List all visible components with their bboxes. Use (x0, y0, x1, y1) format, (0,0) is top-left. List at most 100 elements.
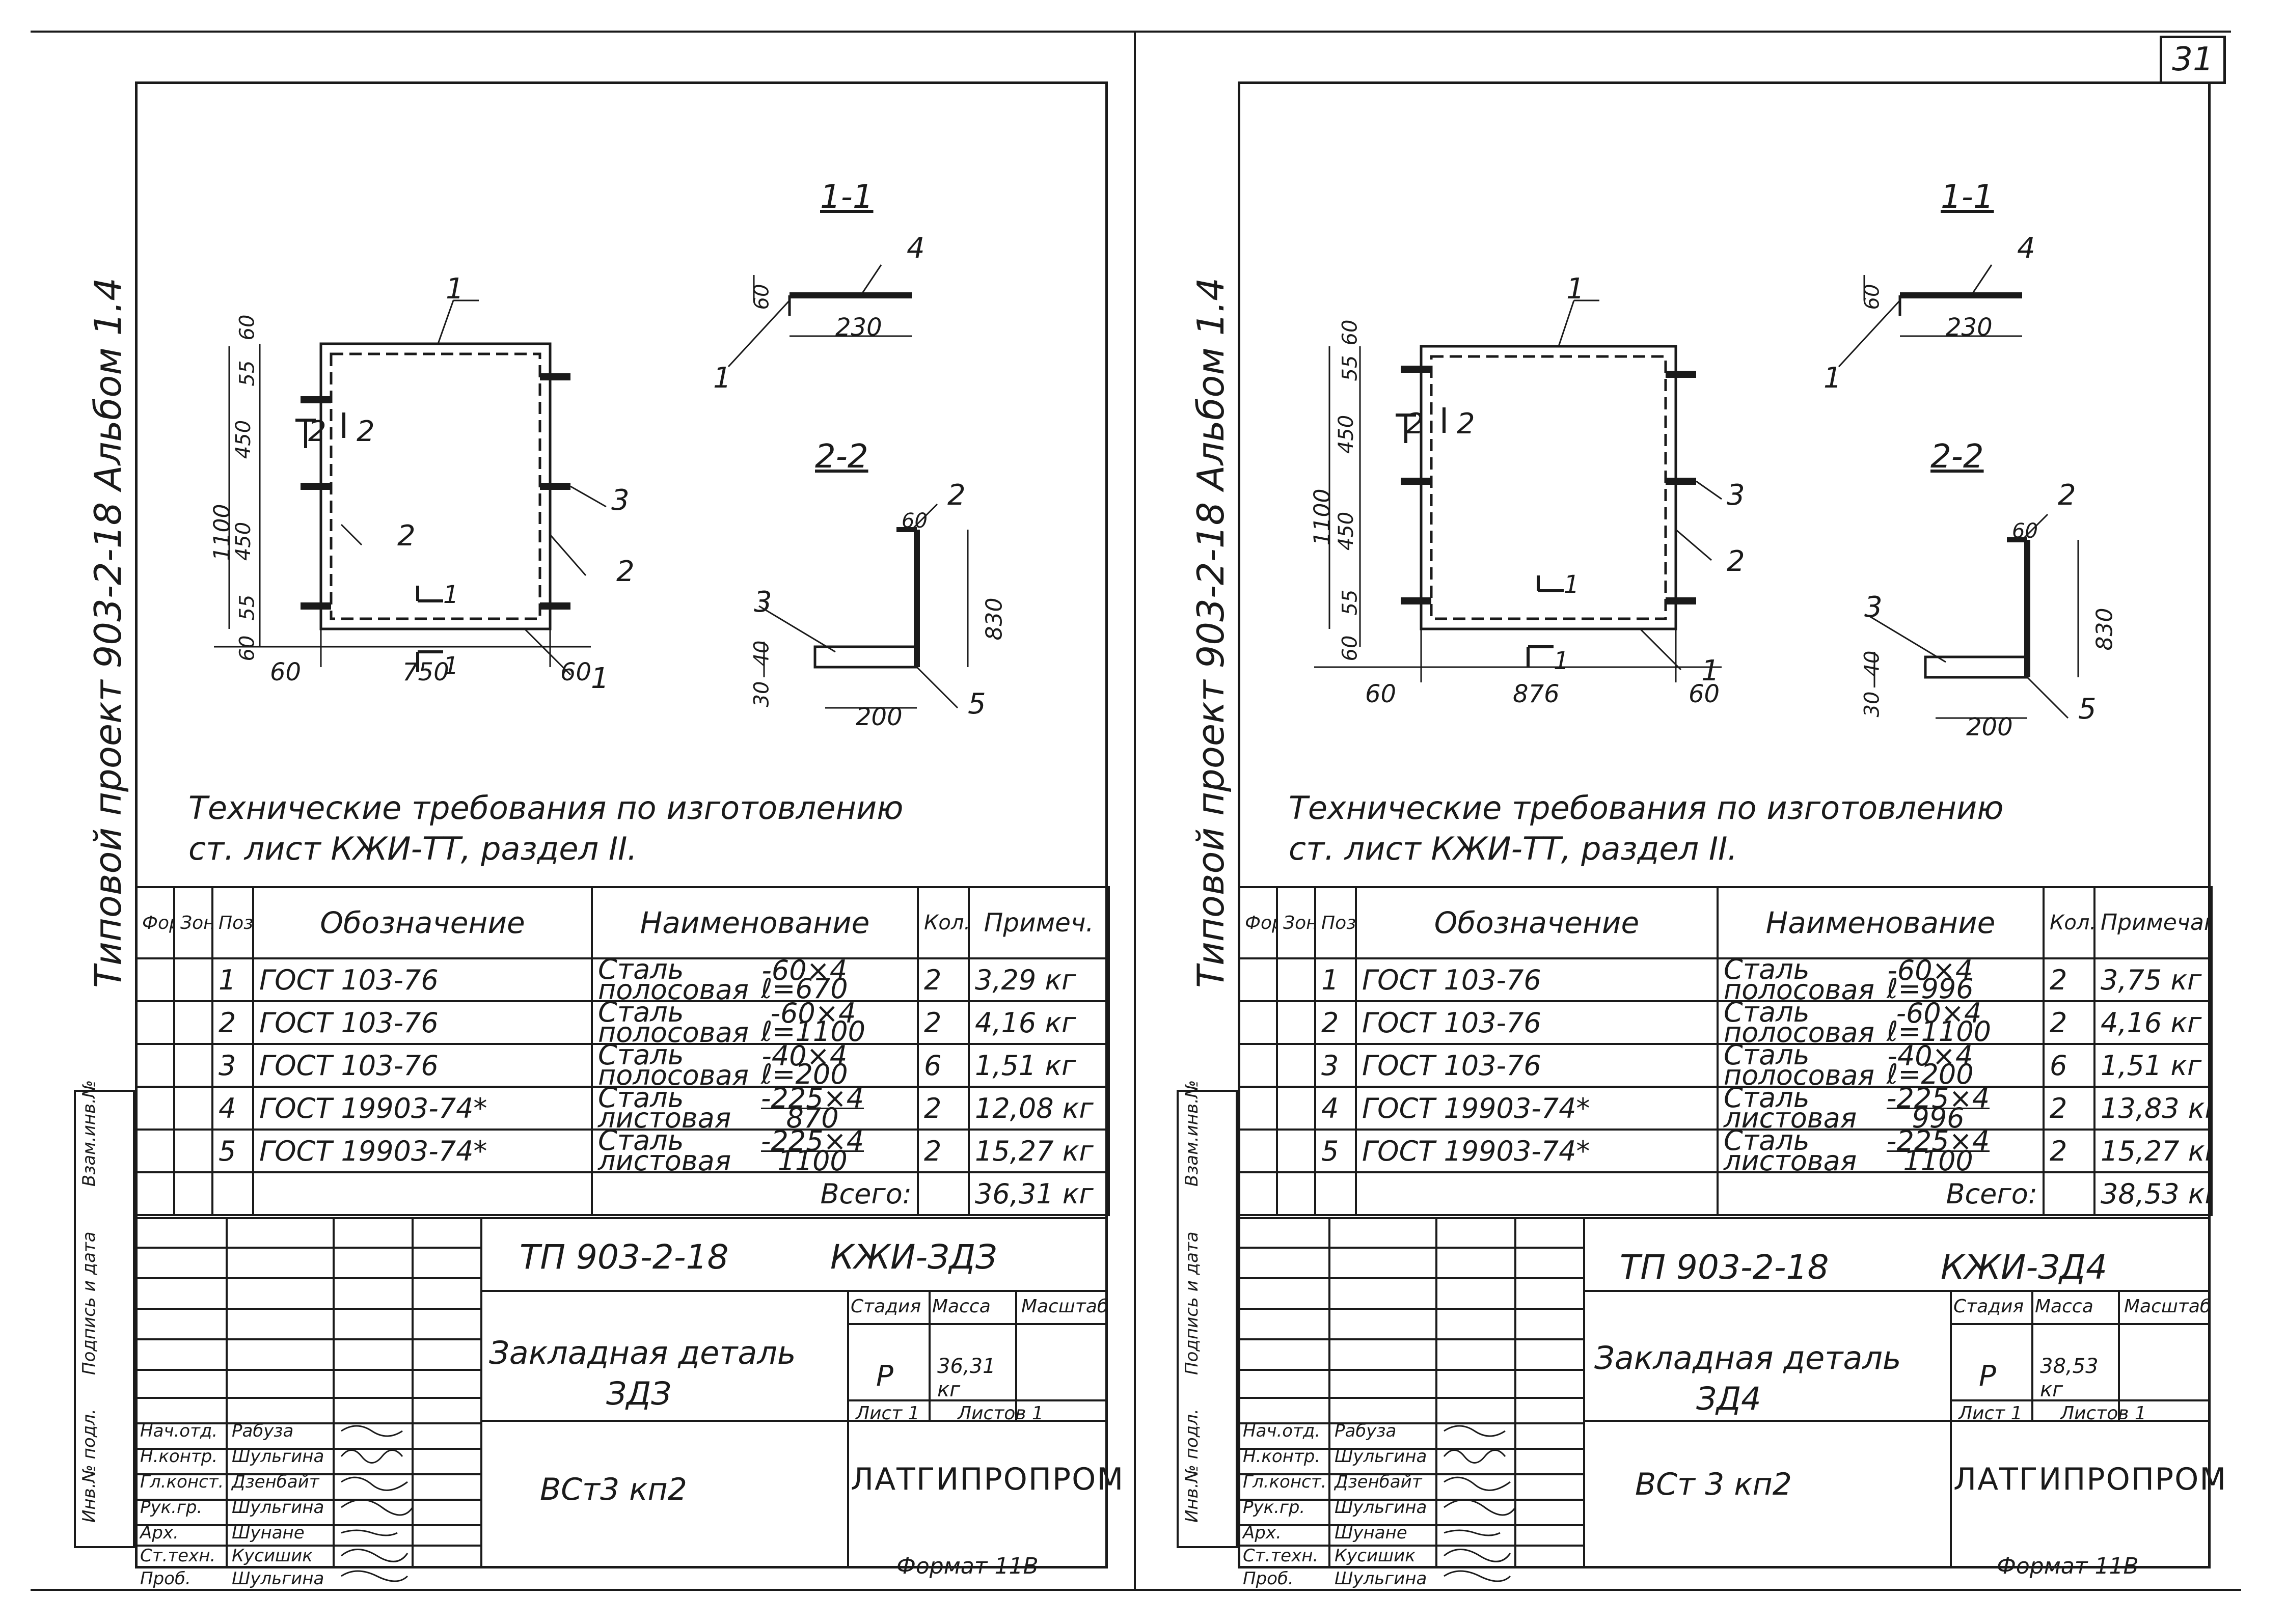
section-2-label: 2-2 (815, 438, 868, 476)
row-qty: 2 (917, 957, 970, 1002)
dim-plan-top-inner: 55 (1338, 355, 1362, 381)
callout-2-section: 2 (947, 479, 966, 512)
section-1-label: 1-1 (820, 178, 874, 216)
row-pos: 3 (1314, 1043, 1357, 1088)
tb-stage: Р (876, 1360, 893, 1393)
tb-name-2: ЗД4 (1696, 1380, 1761, 1417)
row-qty: 6 (2043, 1043, 2096, 1088)
row-length: ℓ=1100 (761, 1015, 865, 1044)
tb-person: Шульгина (232, 1446, 324, 1467)
dim-plan-height: 1100 (1309, 488, 1336, 546)
side-strip-label-3: Инв.№ подл. (1182, 1409, 1202, 1523)
inner-plate-outline (1430, 355, 1667, 620)
tb-role: Арх. (140, 1523, 179, 1543)
drawing-sheet-right: Типовой проект 903-2-18 Альбом 1.4 (1136, 31, 2236, 1589)
row-note: 12,08 кг (968, 1086, 1110, 1131)
section-marker-1-top: 1 (1564, 570, 1580, 599)
tb-role: Рук.гр. (140, 1497, 203, 1518)
col-note: Примечание (2093, 886, 2213, 959)
tb-role: Ст.техн. (140, 1546, 216, 1566)
dim-section1-h: 60 (1860, 284, 1884, 310)
signature-scribbles (1443, 1425, 1516, 1582)
dim-section1-w: 230 (1946, 313, 1993, 342)
tb-person: Шунане (232, 1523, 305, 1543)
callout-2-section: 2 (2058, 479, 2076, 512)
tb-person: Шульгина (232, 1568, 324, 1589)
row-designation: ГОСТ 19903-74* (1355, 1086, 1719, 1131)
tb-project: ТП 903-2-18 (520, 1237, 729, 1277)
dim-plan-right: 60 (560, 658, 592, 686)
tb-person: Шульгина (1335, 1446, 1427, 1467)
dim-section2-b: 30 (1860, 691, 1884, 718)
col-pos: Поз. (1314, 886, 1357, 959)
tb-role: Н.контр. (1243, 1446, 1321, 1467)
col-format: Форм. (135, 886, 175, 959)
tb-mass: 38,53 кг (2040, 1355, 2099, 1401)
callout-3-section: 3 (1864, 591, 1883, 624)
callout-3-section: 3 (754, 586, 772, 619)
callout-4: 4 (2017, 232, 2035, 265)
tb-role: Н.контр. (140, 1446, 218, 1467)
section-marker-2-left: 2 (308, 415, 326, 448)
col-name: Наименование (591, 886, 919, 959)
col-note: Примеч. (968, 886, 1110, 959)
section-marker-1-top: 1 (443, 581, 459, 609)
row-qty: 6 (917, 1043, 970, 1088)
section-2-view (758, 503, 969, 709)
dim-section2-w: 200 (1966, 713, 2013, 741)
tb-code: КЖИ-ЗД4 (1941, 1248, 2108, 1287)
col-designation: Обозначение (1355, 886, 1719, 959)
total-value: 36,31 кг (968, 1171, 1110, 1216)
dim-plan-mid2: 450 (1335, 511, 1358, 551)
dim-plan-bottom-inner: 55 (1338, 589, 1362, 616)
tb-mass-label: Масса (932, 1296, 991, 1317)
tb-mass: 36,31 кг (937, 1355, 996, 1401)
section-2-label: 2-2 (1930, 438, 1984, 476)
row-designation: ГОСТ 103-76 (252, 957, 593, 1002)
row-note: 3,29 кг (968, 957, 1110, 1002)
row-designation: ГОСТ 19903-74* (252, 1128, 593, 1173)
callout-1-bottom: 1 (591, 662, 609, 695)
outer-plate-outline (1420, 345, 1677, 630)
table-row-total: Всего: 36,31 кг (135, 1171, 1110, 1216)
row-name: Сталь полосовая (598, 958, 749, 1001)
plan-view (1314, 299, 1722, 682)
dim-section2-top: 60 (2012, 519, 2038, 543)
col-qty: Кол. (2043, 886, 2096, 959)
side-strip-label-1: Взам.инв.№ (79, 1080, 99, 1187)
total-label: Всего: (591, 1171, 919, 1216)
row-name: Сталь полосовая (1724, 1044, 1875, 1087)
callout-1-top: 1 (446, 272, 464, 306)
tb-project: ТП 903-2-18 (1620, 1248, 1829, 1287)
tb-sheets-label: Листов 1 (958, 1403, 1044, 1424)
row-name: Сталь листовая (598, 1130, 731, 1172)
row-qty: 2 (2043, 1128, 2096, 1173)
callout-4: 4 (907, 232, 925, 265)
row-pos: 5 (1314, 1128, 1357, 1173)
dim-plan-mid1: 450 (1335, 415, 1358, 454)
dim-section2-h: 830 (2091, 608, 2118, 651)
dim-plan-right: 60 (1689, 680, 1720, 708)
dim-section2-a: 40 (750, 640, 774, 667)
dim-plan-left: 60 (1365, 680, 1397, 708)
dim-section2-a: 40 (1860, 650, 1884, 677)
side-strip (1177, 1090, 1238, 1548)
callout-5: 5 (2078, 693, 2097, 726)
row-name: Сталь листовая (598, 1087, 731, 1130)
dim-plan-width: 876 (1513, 680, 1560, 708)
row-note: 13,83 кг (2093, 1086, 2213, 1131)
tb-stage: Р (1979, 1360, 1996, 1393)
row-designation: ГОСТ 103-76 (1355, 1043, 1719, 1088)
tb-role: Ст.техн. (1243, 1546, 1319, 1566)
row-name: Сталь листовая (1724, 1130, 1857, 1172)
tb-role: Проб. (1243, 1568, 1294, 1589)
